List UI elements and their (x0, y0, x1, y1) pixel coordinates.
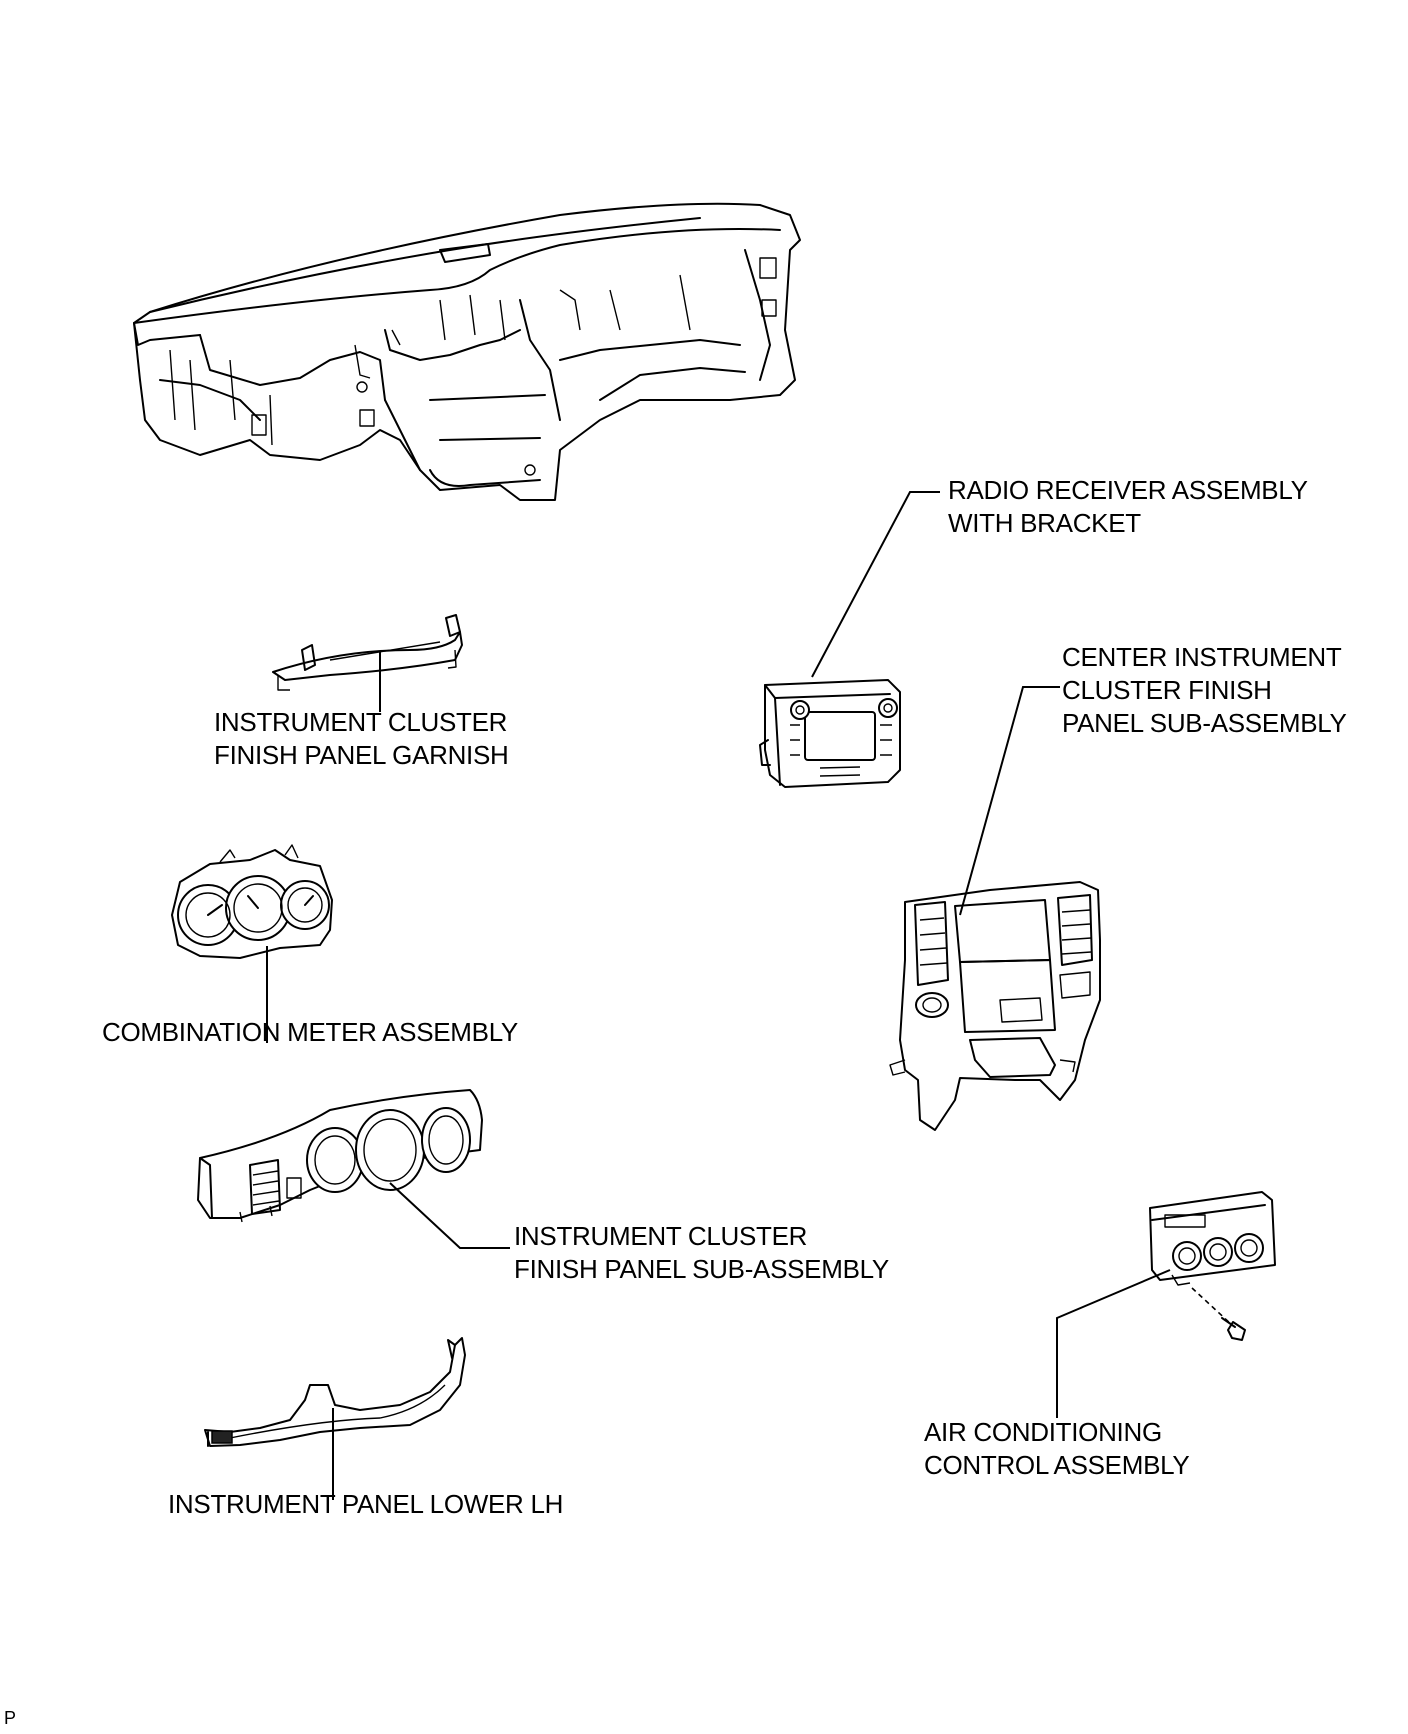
instrument-panel-drawing (133, 202, 801, 501)
label-line: CLUSTER FINISH (1062, 675, 1272, 705)
label-cluster-finish-panel: INSTRUMENT CLUSTER FINISH PANEL SUB-ASSE… (514, 1220, 889, 1286)
label-line: RADIO RECEIVER ASSEMBLY (948, 475, 1308, 505)
label-panel-lower: INSTRUMENT PANEL LOWER LH (168, 1488, 563, 1521)
panel-lower-drawing (204, 1337, 466, 1447)
radio-receiver-drawing (759, 679, 901, 788)
label-line: COMBINATION METER ASSEMBLY (102, 1017, 518, 1047)
label-ac-control: AIR CONDITIONING CONTROL ASSEMBLY (924, 1416, 1190, 1482)
label-line: CENTER INSTRUMENT (1062, 642, 1342, 672)
label-radio-receiver: RADIO RECEIVER ASSEMBLY WITH BRACKET (948, 474, 1308, 540)
label-line: FINISH PANEL GARNISH (214, 740, 509, 770)
label-line: WITH BRACKET (948, 508, 1141, 538)
label-line: FINISH PANEL SUB-ASSEMBLY (514, 1254, 889, 1284)
ac-control-drawing (1149, 1191, 1276, 1341)
label-line: AIR CONDITIONING (924, 1417, 1162, 1447)
label-line: CONTROL ASSEMBLY (924, 1450, 1190, 1480)
label-center-cluster-panel: CENTER INSTRUMENT CLUSTER FINISH PANEL S… (1062, 641, 1347, 740)
combination-meter-drawing (171, 844, 333, 959)
center-cluster-panel-drawing (889, 881, 1101, 1131)
garnish-drawing (272, 614, 463, 691)
label-line: PANEL SUB-ASSEMBLY (1062, 708, 1347, 738)
cluster-finish-panel-drawing (197, 1089, 483, 1223)
label-line: INSTRUMENT PANEL LOWER LH (168, 1489, 564, 1519)
label-line: INSTRUMENT CLUSTER (214, 707, 508, 737)
label-line: INSTRUMENT CLUSTER (514, 1221, 808, 1251)
figure-code: P (4, 1708, 17, 1728)
label-combination-meter: COMBINATION METER ASSEMBLY (102, 1016, 518, 1049)
label-garnish: INSTRUMENT CLUSTER FINISH PANEL GARNISH (214, 706, 509, 772)
